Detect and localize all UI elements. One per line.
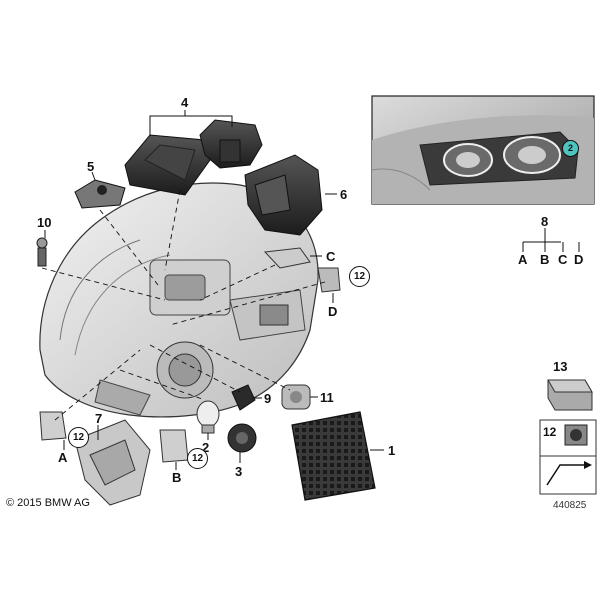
- part-label-7: 7: [95, 411, 103, 426]
- callout-12-b: 12: [187, 448, 208, 469]
- part-label-5: 5: [87, 159, 95, 174]
- document-number: 440825: [553, 500, 587, 511]
- part-label-a: A: [58, 450, 68, 465]
- led-module-part: [244, 154, 323, 236]
- mount-bracket-part: [74, 419, 151, 506]
- part-label-13: 13: [553, 359, 568, 374]
- part-label-2: 2: [202, 440, 210, 455]
- copyright-notice: © 2015 BMW AG: [6, 497, 90, 509]
- bracket-a-part: [39, 411, 67, 441]
- part-label-11: 11: [320, 390, 334, 405]
- dashed-leader-lines: [41, 189, 326, 421]
- bracket-d-part: [317, 267, 341, 293]
- inset-callout-2: 2: [562, 140, 579, 157]
- control-unit-part: [291, 411, 376, 501]
- adjuster-screw-part: [36, 237, 48, 267]
- leader-lines: [44, 110, 580, 470]
- inset-headlight-photo: [371, 95, 595, 205]
- tree-label-c: C: [558, 252, 568, 267]
- small-module-part: [74, 179, 126, 209]
- tree-label-a: A: [518, 252, 528, 267]
- part-label-6: 6: [340, 187, 348, 202]
- part-label-10: 10: [37, 215, 52, 230]
- part-label-c: C: [326, 249, 336, 264]
- part-label-d: D: [328, 304, 338, 319]
- headlight-housing: [39, 182, 319, 418]
- part-label-4: 4: [181, 95, 189, 110]
- part-label-8: 8: [541, 214, 549, 229]
- callout-12-d: 12: [349, 266, 370, 287]
- callout-12-a: 12: [68, 427, 89, 448]
- part-label-b: B: [172, 470, 182, 485]
- bracket-b-part: [159, 429, 189, 463]
- clip-box: [539, 419, 597, 495]
- tree-label-d: D: [574, 252, 584, 267]
- callout-12-box: 12: [543, 425, 557, 439]
- tree-label-b: B: [540, 252, 550, 267]
- part-label-3: 3: [235, 464, 243, 479]
- cover-caps-part: [124, 119, 263, 196]
- leveling-motor-part: [281, 384, 311, 410]
- bulb-part: [196, 400, 220, 434]
- bracket-c-part: [263, 247, 311, 269]
- repair-kit-part: [547, 379, 593, 411]
- part-label-9: 9: [264, 391, 272, 406]
- part-label-1: 1: [388, 443, 396, 458]
- cap-part: [227, 423, 257, 453]
